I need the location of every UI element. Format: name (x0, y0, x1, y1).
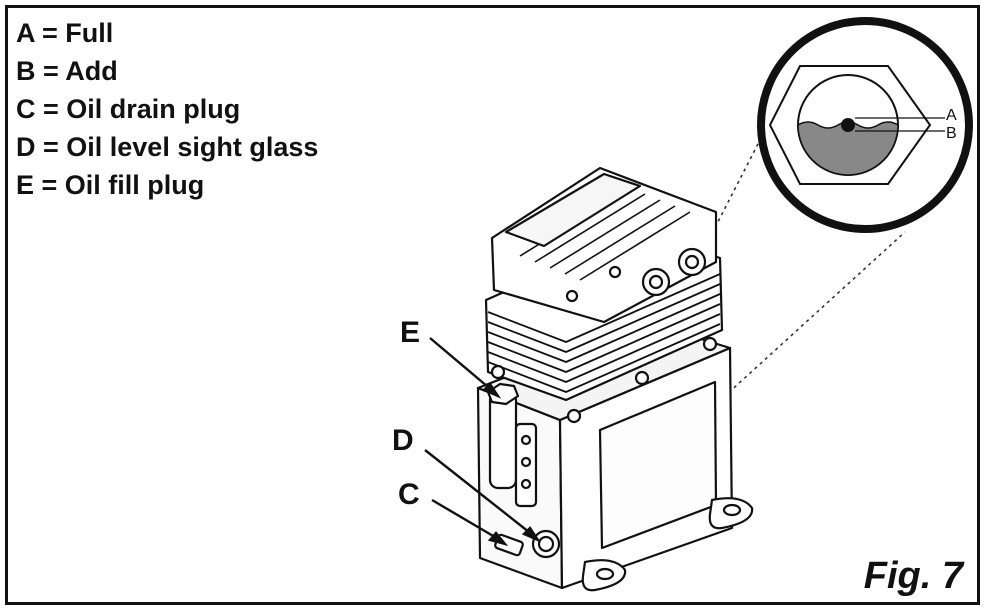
sight-glass-inset (757, 17, 973, 233)
legend-item-add: B = Add (16, 56, 118, 86)
callout-leaders (424, 337, 542, 547)
inset-label-add: B (946, 125, 957, 142)
callout-oil-level-sight-glass: D (392, 424, 414, 457)
callout-oil-drain-plug: C (398, 478, 420, 511)
legend: A = Full B = Add C = Oil drain plug D = … (16, 14, 318, 204)
callout-oil-fill-plug: E (400, 316, 421, 349)
legend-item-oil-fill-plug: E = Oil fill plug (16, 170, 205, 200)
inset-label-full: A (946, 107, 957, 124)
legend-item-oil-drain-plug: C = Oil drain plug (16, 94, 241, 124)
legend-item-oil-level-sight-glass: D = Oil level sight glass (16, 132, 319, 162)
figure-caption: Fig. 7 (863, 555, 963, 597)
compressor-pump (476, 166, 754, 592)
legend-item-full: A = Full (16, 18, 114, 48)
figure-border (5, 5, 980, 605)
